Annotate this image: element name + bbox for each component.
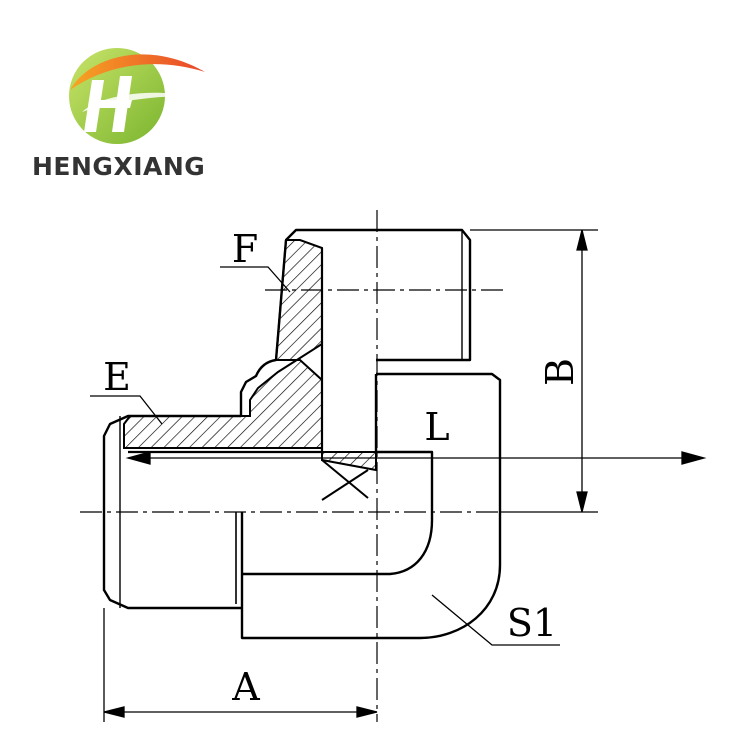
- dimension-a: [103, 608, 378, 722]
- dim-b-arrow-bottom: [576, 491, 588, 513]
- leader-s1: [431, 594, 560, 646]
- dim-b-arrow-top: [576, 229, 588, 251]
- dim-l-arrow-left: [125, 451, 151, 465]
- side-stud-outline: [102, 358, 277, 610]
- hatched-wall: [123, 239, 377, 472]
- logo-letter-stroke-1: [84, 80, 104, 132]
- elbow-bore: [242, 374, 434, 576]
- label-e: E: [103, 355, 131, 399]
- dim-a-label: A: [231, 665, 260, 709]
- label-f: F: [232, 227, 258, 271]
- brand-name: HENGXIANG: [32, 152, 206, 181]
- dim-a-arrow-right: [356, 706, 378, 718]
- dim-b-label: B: [538, 358, 582, 386]
- leader-e: [90, 395, 163, 425]
- logo-letter-bar: [98, 100, 132, 108]
- logo-swoosh: [70, 54, 205, 90]
- dim-l-arrow-right: [681, 451, 707, 465]
- leader-f-line: [220, 266, 291, 293]
- elbow-outline: [240, 372, 502, 640]
- dim-l-label: L: [424, 405, 449, 449]
- cone-seat-line-2: [321, 469, 369, 501]
- dimension-b: [470, 229, 598, 513]
- label-s1: S1: [507, 601, 557, 645]
- leader-f: [220, 266, 291, 293]
- company-logo: [69, 48, 205, 144]
- dimension-l: [125, 451, 707, 465]
- top-stud-outline: [285, 228, 472, 362]
- leader-e-line: [90, 395, 163, 425]
- cone-seat-line: [321, 459, 369, 499]
- section-hatching: [123, 239, 377, 501]
- dim-a-arrow-left: [103, 706, 125, 718]
- leader-s1-line: [431, 594, 560, 646]
